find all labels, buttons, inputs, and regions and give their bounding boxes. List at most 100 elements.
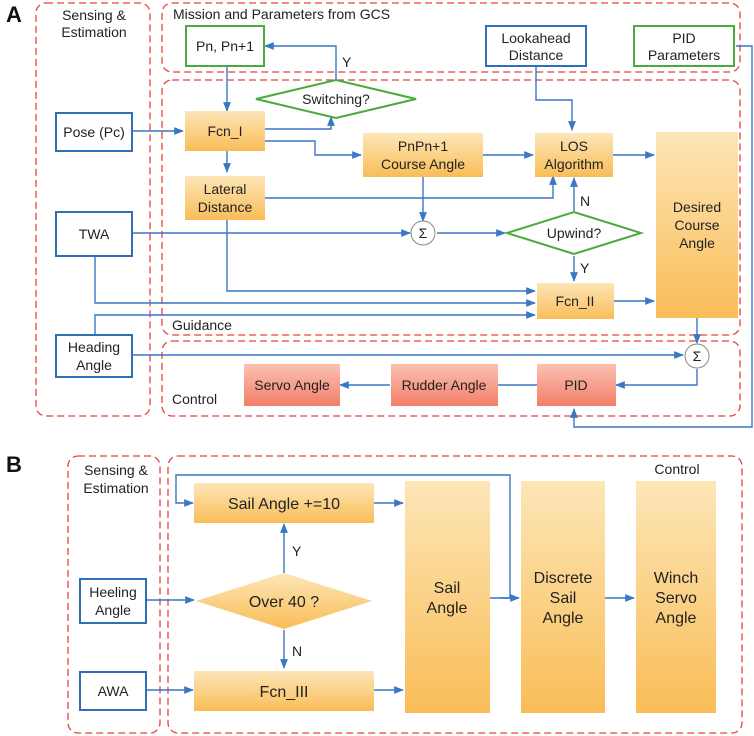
arrow-sigma2-to-pid (615, 369, 698, 389)
mission-label: Mission and Parameters from GCS (173, 6, 390, 22)
b-control-label: Control (654, 461, 699, 477)
course-label-line2: Course Angle (381, 156, 465, 172)
pose-box (55, 112, 133, 152)
over40-diamond (196, 573, 372, 629)
sail-inc-box (194, 483, 374, 523)
sensing-label-line1: Sensing & (62, 7, 126, 23)
course-label-line1: PnPn+1 (398, 138, 448, 154)
pid-box (537, 364, 616, 406)
lateral-label-line1: Lateral (204, 181, 247, 197)
pid-params-label-line2: Parameters (648, 47, 720, 63)
lookahead-label-line2: Distance (509, 47, 564, 63)
sigma2-node (684, 343, 710, 369)
rudder-label: Rudder Angle (402, 377, 487, 393)
region-b-control (167, 455, 743, 734)
b-sensing-label-line1: Sensing & (84, 462, 148, 478)
lookahead-box (485, 25, 587, 67)
winch-label-line3: Angle (656, 610, 697, 627)
heading-box (55, 334, 133, 378)
region-guidance (161, 79, 741, 336)
sigma1-node (410, 220, 436, 246)
panel-b-letter: B (6, 452, 22, 477)
region-sensing-estimation (35, 2, 151, 417)
edge-label-upwind-no: N (580, 193, 590, 209)
sail-inc-label: Sail Angle +=10 (228, 496, 340, 513)
edge-label-b-no: N (292, 643, 302, 659)
fcn2-label: Fcn_II (556, 293, 595, 309)
sensing-label-line2: Estimation (61, 24, 126, 40)
arrow-lookahead-to-los (535, 66, 576, 131)
discrete-label-line1: Discrete (534, 570, 593, 587)
desired-label-line2: Course (674, 217, 719, 233)
discrete-label-line2: Sail (550, 590, 577, 607)
pn-label: Pn, Pn+1 (196, 38, 254, 54)
heeling-label-line1: Heeling (89, 584, 136, 600)
winch-servo-box (636, 481, 716, 713)
fcn3-label: Fcn_III (260, 684, 309, 701)
arrow-switching-yes-to-pn (264, 42, 337, 81)
fcn1-box (185, 111, 265, 151)
course-box (363, 133, 483, 177)
los-label-line2: Algorithm (544, 156, 603, 172)
fcn2-box (537, 283, 614, 319)
pn-box (185, 25, 265, 67)
switching-label: Switching? (302, 91, 370, 107)
heeling-label-line2: Angle (95, 602, 131, 618)
edge-label-b-yes: Y (292, 543, 302, 559)
panel-a-letter: A (6, 2, 22, 27)
arrow-fcn1-to-course (265, 140, 362, 159)
b-sensing-label-line2: Estimation (83, 480, 148, 496)
sail-label-line1: Sail (434, 580, 461, 597)
rudder-box (391, 364, 498, 406)
servo-box (244, 364, 340, 406)
sigma1-label: Σ (419, 225, 428, 241)
pid-label: PID (564, 377, 587, 393)
arrow-pidparams-to-pid (570, 45, 753, 428)
pose-label: Pose (Pc) (63, 124, 124, 140)
pid-params-label-line1: PID (672, 30, 695, 46)
desired-label-line3: Angle (679, 235, 715, 251)
over40-label: Over 40 ? (249, 594, 319, 611)
region-mission (161, 2, 741, 73)
fcn3-box (194, 671, 374, 711)
region-b-sensing (67, 455, 161, 734)
los-label-line1: LOS (560, 138, 588, 154)
desired-label-line1: Desired (673, 199, 721, 215)
sail-label-line2: Angle (427, 600, 468, 617)
lookahead-label-line1: Lookahead (501, 30, 570, 46)
sigma2-label: Σ (693, 348, 702, 364)
upwind-diamond (503, 210, 645, 256)
servo-label: Servo Angle (254, 377, 330, 393)
region-control (161, 340, 741, 417)
arrow-twa-to-fcn2 (94, 256, 536, 307)
discrete-label-line3: Angle (543, 610, 584, 627)
arrow-lateral-to-fcn2 (226, 220, 536, 295)
pid-params-box (633, 25, 735, 67)
edge-label-upwind-yes: Y (580, 260, 590, 276)
arrow-heading-to-fcn2 (94, 311, 536, 335)
guidance-label: Guidance (172, 317, 232, 333)
awa-label: AWA (98, 683, 130, 699)
desired-course-box (656, 132, 738, 318)
lateral-label-line2: Distance (198, 199, 253, 215)
twa-label: TWA (79, 226, 110, 242)
switching-diamond (255, 78, 417, 120)
discrete-sail-box (521, 481, 605, 713)
heading-label-line1: Heading (68, 339, 120, 355)
upwind-label: Upwind? (547, 225, 602, 241)
winch-label-line2: Servo (655, 590, 697, 607)
control-label: Control (172, 391, 217, 407)
sail-angle-box (405, 481, 490, 713)
twa-box (55, 211, 133, 257)
edge-label-switch-yes: Y (342, 54, 352, 70)
fcn1-label: Fcn_I (207, 123, 242, 139)
los-box (535, 133, 613, 177)
arrow-fcn1-to-switching (265, 116, 335, 130)
lateral-box (185, 176, 265, 220)
heeling-box (79, 578, 147, 624)
awa-box (79, 671, 147, 711)
winch-label-line1: Winch (654, 570, 698, 587)
arrow-lateral-to-los (265, 175, 557, 199)
heading-label-line2: Angle (76, 357, 112, 373)
